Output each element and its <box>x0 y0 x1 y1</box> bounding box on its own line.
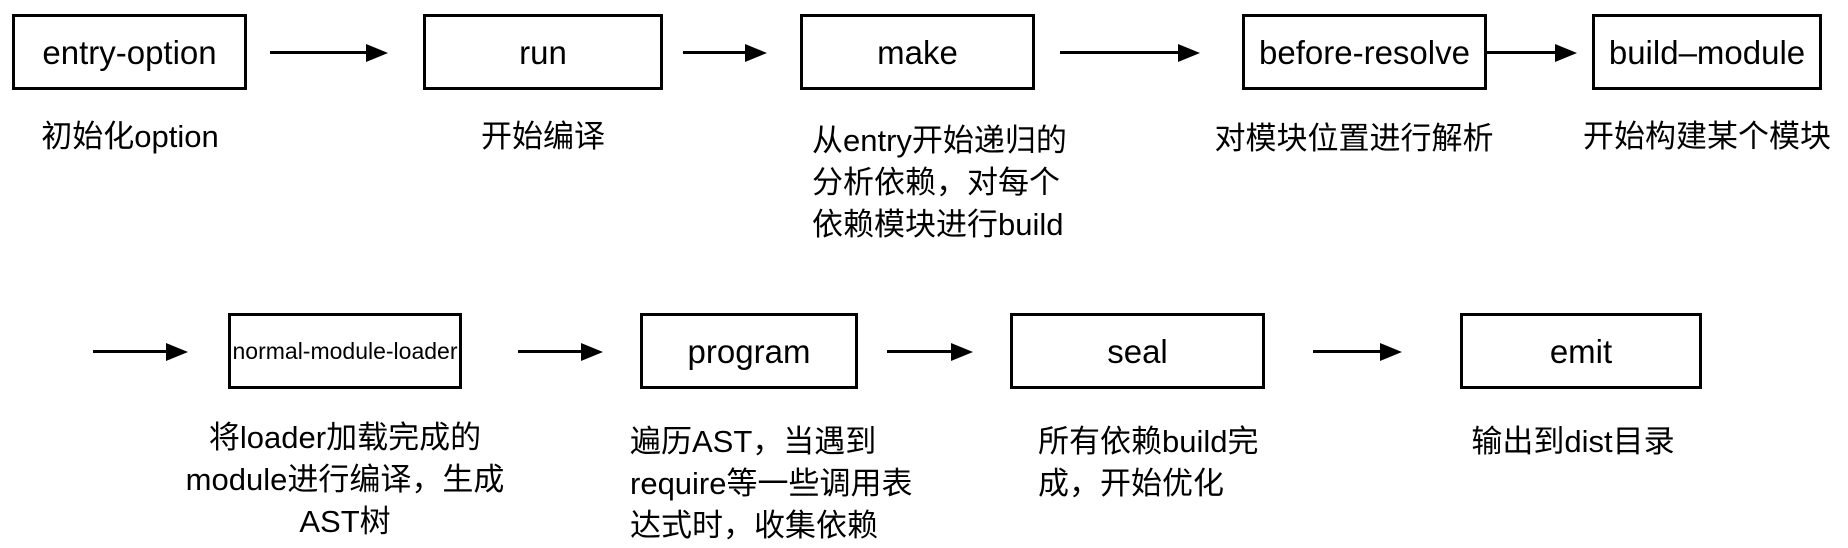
flow-box-run: run <box>423 14 663 90</box>
flow-desc-build-module: 开始构建某个模块 <box>1583 119 1831 154</box>
flow-box-label: make <box>877 33 958 71</box>
flow-box-label: before-resolve <box>1259 33 1470 71</box>
flow-box-normal-module-loader: normal-module-loader <box>228 313 462 389</box>
arrow-right-icon <box>270 51 366 54</box>
flow-desc-make: 从entry开始递归的 分析依赖，对每个 依赖模块进行build <box>812 123 1067 242</box>
flow-box-label: seal <box>1107 332 1168 370</box>
flow-box-seal: seal <box>1010 313 1265 389</box>
flow-desc-run: 开始编译 <box>481 119 605 154</box>
flow-box-label: program <box>687 332 811 370</box>
arrow-right-icon <box>1313 350 1380 353</box>
arrow-right-icon <box>887 350 951 353</box>
flow-desc-emit: 输出到dist目录 <box>1471 424 1675 459</box>
arrow-right-icon <box>93 350 166 353</box>
flow-box-label: entry-option <box>42 33 217 71</box>
arrow-right-icon <box>683 51 745 54</box>
flow-box-emit: emit <box>1460 313 1702 389</box>
flow-desc-entry-option: 初始化option <box>41 119 219 154</box>
arrow-right-icon <box>518 350 581 353</box>
flow-box-program: program <box>640 313 858 389</box>
flow-desc-before-resolve: 对模块位置进行解析 <box>1214 121 1494 156</box>
flow-box-make: make <box>800 14 1035 90</box>
arrow-right-icon <box>1060 51 1178 54</box>
flow-box-label: normal-module-loader <box>232 337 458 364</box>
flow-box-label: run <box>519 33 567 71</box>
flow-desc-normal-module-loader: 将loader加载完成的 module进行编译，生成 AST树 <box>185 420 505 539</box>
flow-box-entry-option: entry-option <box>12 14 247 90</box>
flow-box-before-resolve: before-resolve <box>1242 14 1487 90</box>
flow-desc-program: 遍历AST，当遇到 require等一些调用表 达式时，收集依赖 <box>630 424 913 543</box>
flow-desc-seal: 所有依赖build完 成，开始优化 <box>1038 424 1259 501</box>
arrow-right-icon <box>1487 51 1555 54</box>
flow-box-label: build–module <box>1608 33 1806 71</box>
flow-box-label: emit <box>1549 332 1613 370</box>
flow-box-build-module: build–module <box>1592 14 1822 90</box>
